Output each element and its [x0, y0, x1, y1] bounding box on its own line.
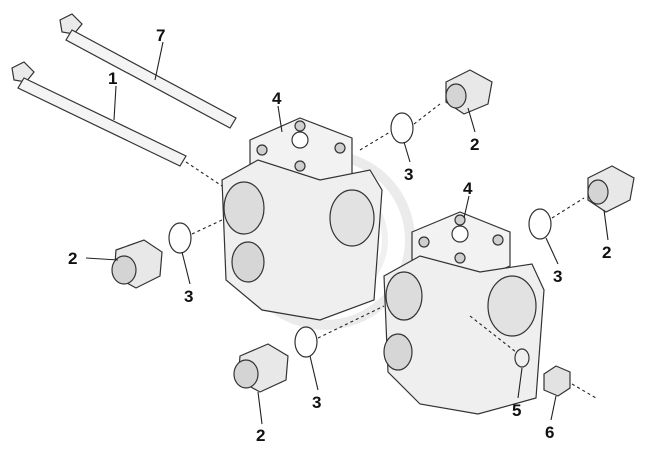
- assembly-line-a: [359, 131, 391, 151]
- leader-2a: [467, 107, 476, 133]
- callout-4-right: 4: [463, 179, 473, 198]
- leader-4a: [277, 105, 283, 133]
- callout-2-right: 2: [602, 243, 611, 262]
- callout-7: 7: [156, 26, 165, 45]
- callout-3-left: 3: [184, 287, 193, 306]
- fitting-2a: [445, 69, 493, 115]
- nut-axis: [571, 383, 597, 399]
- seal-ring-3d: [528, 208, 552, 240]
- leader-7: [154, 41, 164, 81]
- leader-3b: [181, 251, 191, 285]
- assembly-line-b: [413, 103, 441, 125]
- bolt-1-insert-path: [185, 161, 223, 187]
- leader-3a: [403, 141, 411, 163]
- leader-4b: [463, 195, 470, 219]
- callout-2-left: 2: [68, 249, 77, 268]
- valve-body-left: [221, 117, 383, 321]
- callout-2-bottom: 2: [256, 426, 265, 445]
- washer-5: [514, 348, 530, 368]
- callout-2-top: 2: [470, 135, 479, 154]
- assembly-line-c: [191, 219, 223, 235]
- callout-3-top: 3: [404, 165, 413, 184]
- assembly-line-e: [551, 197, 585, 219]
- leader-1: [113, 85, 117, 121]
- seal-ring-3c: [294, 326, 318, 358]
- leader-2c: [257, 391, 263, 425]
- long-bolt-7: [59, 13, 237, 129]
- callout-1: 1: [108, 69, 117, 88]
- callout-4-left: 4: [272, 89, 282, 108]
- nut-6: [543, 365, 571, 397]
- seal-ring-3a: [390, 112, 414, 144]
- leader-5: [517, 367, 523, 399]
- washer-axis: [469, 315, 517, 353]
- callout-3-bottom: 3: [312, 393, 321, 412]
- callout-3-right: 3: [553, 267, 562, 286]
- leader-6: [550, 395, 557, 421]
- leader-3d: [545, 237, 559, 265]
- fitting-2d: [587, 165, 635, 213]
- seal-ring-3b: [168, 222, 192, 254]
- fitting-2c: [233, 343, 289, 393]
- fitting-2b: [111, 239, 163, 289]
- leader-3c: [309, 355, 319, 391]
- leader-2d: [603, 209, 609, 241]
- assembly-line-d: [317, 305, 385, 339]
- callout-5: 5: [512, 401, 521, 420]
- valve-body-right: [383, 211, 545, 415]
- long-bolt-1: [11, 61, 187, 167]
- leader-2b: [85, 257, 119, 261]
- callout-6: 6: [545, 423, 554, 442]
